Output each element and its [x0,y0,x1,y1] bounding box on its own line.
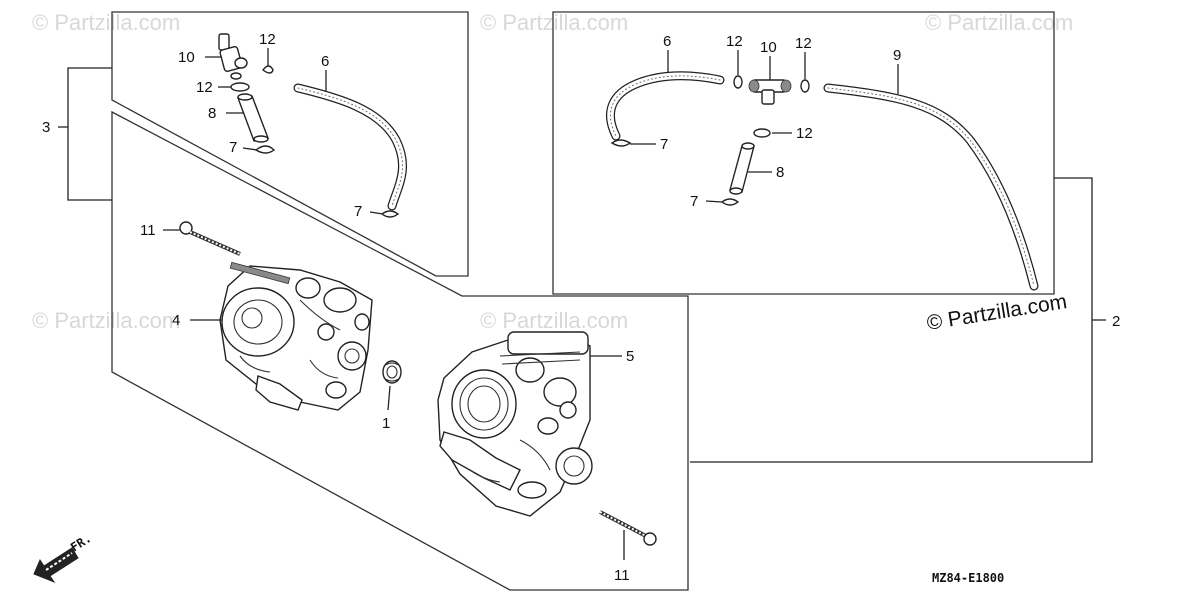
part-6-hose-right [606,71,725,141]
callout-r12a: 12 [726,33,743,50]
part-12-clip-left-lower [230,82,250,92]
frame-upper-left [111,11,469,277]
part-11-bolt-lower [599,510,657,546]
watermark-group: © Partzilla.com © Partzilla.com © Partzi… [32,10,1073,333]
callout-r10: 10 [760,39,777,56]
callout-l4: 4 [172,312,180,329]
part-4-carburetor-front [219,261,373,411]
leader-r7b [705,200,723,203]
watermark-main: © Partzilla.com [925,290,1068,335]
callout-l7b: 7 [354,203,362,220]
callout-r7b: 7 [690,193,698,210]
callout-r8: 8 [776,164,784,181]
callout-r7a: 7 [660,136,668,153]
callout-l6: 6 [321,53,329,70]
callout-l10: 10 [178,49,195,66]
leader-l7a [242,147,258,151]
callout-r6: 6 [663,33,671,50]
callout-r12b: 12 [795,35,812,52]
part-7-clip-left-lower [380,210,400,218]
callout-r12c: 12 [796,125,813,142]
callout-l7a: 7 [229,139,237,156]
callout-2: 2 [1112,313,1120,330]
part-12-clip-right-c [753,128,771,138]
frame-right-hoses [552,11,1055,295]
part-10-tee-fitting-right [748,79,792,105]
part-7-clip-right-a [610,139,632,147]
part-12-clip-right-b [800,79,810,93]
leader-l7b [369,211,384,215]
watermark-faint-2: © Partzilla.com [480,10,628,35]
watermark-faint-3: © Partzilla.com [925,10,1073,35]
bracket-3 [67,67,112,201]
callout-3: 3 [42,119,50,136]
diagram-code: MZ84-E1800 [932,571,1004,585]
front-direction-arrow [33,547,79,584]
frame-main-carb [111,110,689,591]
callout-l1: 1 [382,415,390,432]
part-6-hose-left [293,83,408,211]
callout-l12a: 12 [259,31,276,48]
part-12-clip-left-upper [262,65,274,74]
watermark-faint-1: © Partzilla.com [32,10,180,35]
part-1-seal [382,360,402,384]
bracket-2 [690,177,1093,463]
callout-l12b: 12 [196,79,213,96]
callout-l5: 5 [626,348,634,365]
watermark-faint-4: © Partzilla.com [32,308,180,333]
part-8-tube-left [237,93,269,143]
part-12-clip-right-a [733,75,743,89]
part-8-tube-right [729,142,755,195]
callout-r9: 9 [893,47,901,64]
callout-l11a: 11 [140,222,156,239]
part-7-clip-right-b [720,198,740,206]
callout-l8: 8 [208,105,216,122]
part-5-carburetor-rear [437,331,593,517]
part-10-fitting-left [218,33,248,80]
part-7-clip-left-upper [254,145,276,154]
part-11-bolt-upper [179,221,241,256]
watermark-faint-5: © Partzilla.com [480,308,628,333]
callout-l11b: 11 [614,567,630,584]
part-9-hose-long [823,83,1039,291]
leader-l1 [387,385,391,411]
